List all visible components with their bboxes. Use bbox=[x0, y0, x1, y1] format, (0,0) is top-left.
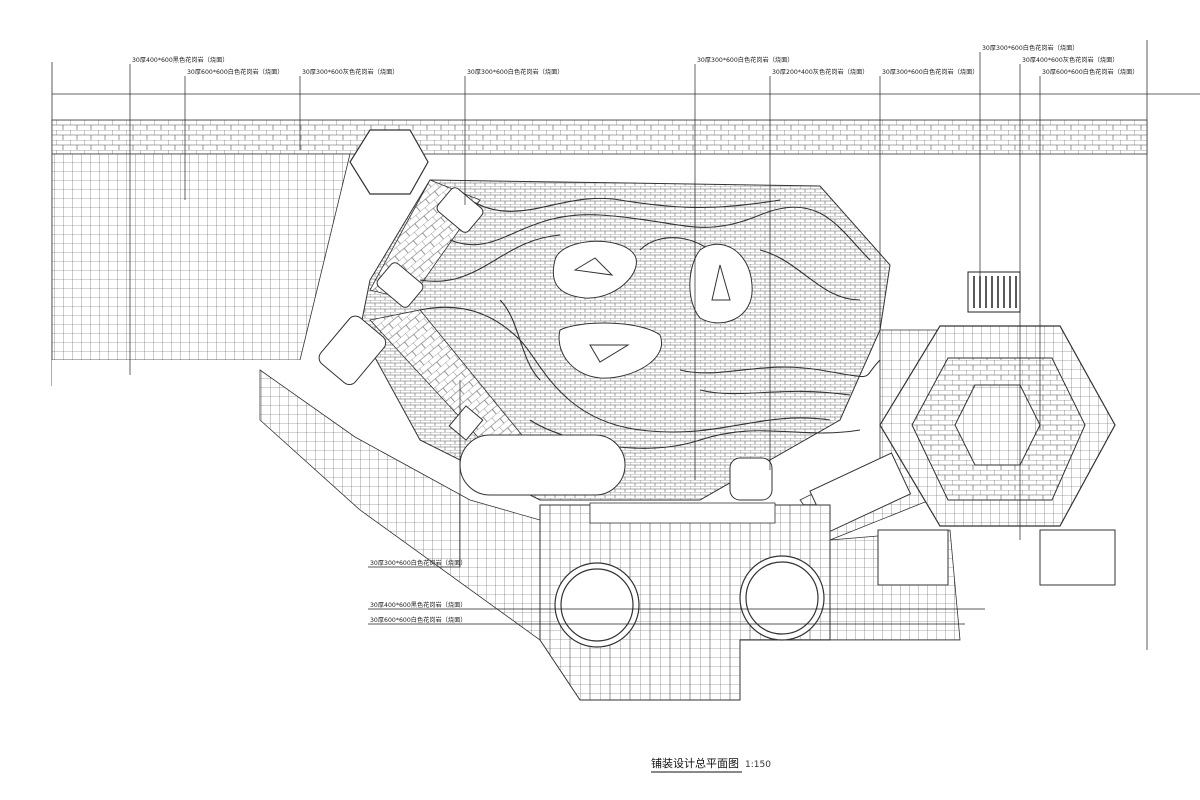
callout-bottom-3: 30厚600*600白色花岗岩（烧面） bbox=[370, 616, 466, 624]
left-grid-plaza bbox=[51, 153, 351, 361]
south-entrance-plaza bbox=[539, 504, 831, 701]
callout-top-1: 30厚400*600黑色花岗岩（烧面） bbox=[132, 56, 228, 64]
drawing-title: 铺装设计总平面图 bbox=[651, 756, 739, 770]
callouts-bottom: 30厚300*600白色花岗岩（烧面） 30厚400*600黑色花岗岩（烧面） … bbox=[370, 559, 466, 624]
leader-lines bbox=[129, 52, 1041, 625]
callouts-right: 30厚300*600白色花岗岩（烧面） 30厚400*600灰色花岗岩（烧面） … bbox=[982, 44, 1138, 76]
south-east-lawn-b bbox=[1039, 529, 1116, 586]
callout-top-2: 30厚600*600白色花岗岩（烧面） bbox=[187, 68, 283, 76]
callout-bottom-1: 30厚300*600白色花岗岩（烧面） bbox=[370, 559, 466, 567]
hexagon-pavilion-small bbox=[349, 129, 429, 195]
south-east-lawn-a bbox=[877, 529, 949, 586]
callout-right-3: 30厚600*600白色花岗岩（烧面） bbox=[1042, 68, 1138, 76]
callout-right-2: 30厚400*600灰色花岗岩（烧面） bbox=[1022, 56, 1118, 64]
grate-feature bbox=[967, 271, 1021, 313]
callout-top-4: 30厚300*600白色花岗岩（烧面） bbox=[467, 68, 563, 76]
callouts-top: 30厚400*600黑色花岗岩（烧面） 30厚600*600白色花岗岩（烧面） … bbox=[132, 56, 978, 76]
drawing-title-block: 铺装设计总平面图 1:150 bbox=[651, 756, 771, 773]
drawing-scale: 1:150 bbox=[745, 760, 771, 770]
callout-top-7: 30厚300*600白色花岗岩（烧面） bbox=[882, 68, 978, 76]
callout-right-1: 30厚300*600白色花岗岩（烧面） bbox=[982, 44, 1078, 52]
callout-top-6: 30厚200*400灰色花岗岩（烧面） bbox=[772, 68, 868, 76]
callout-top-3: 30厚300*600灰色花岗岩（烧面） bbox=[302, 68, 398, 76]
callout-bottom-2: 30厚400*600黑色花岗岩（烧面） bbox=[370, 601, 466, 609]
pool-islands bbox=[552, 240, 753, 379]
entrance-steps bbox=[589, 502, 776, 524]
top-brick-band bbox=[51, 119, 1148, 155]
callout-top-5: 30厚300*600白色花岗岩（烧面） bbox=[697, 56, 793, 64]
circular-planters bbox=[554, 555, 825, 648]
seating-blocks bbox=[318, 187, 773, 501]
